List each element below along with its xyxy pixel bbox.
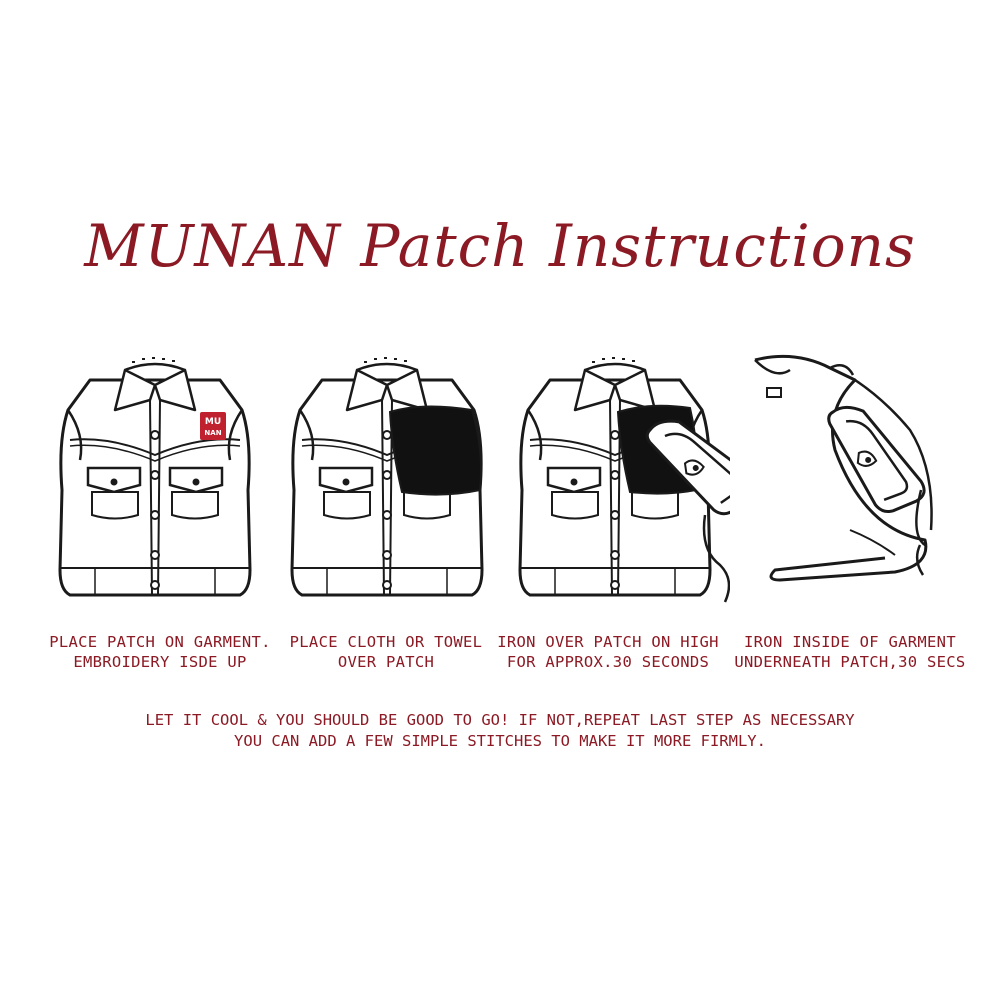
step-1-caption: PLACE PATCH ON GARMENT. EMBROIDERY ISDE … [49,633,271,671]
cloth-shape [388,405,482,496]
footer-line-2: YOU CAN ADD A FEW SIMPLE STITCHES TO MAK… [234,732,766,750]
footer-notes: LET IT COOL & YOU SHOULD BE GOOD TO GO! … [0,710,1000,752]
iron-cord [702,514,730,603]
step-1-illustration: MU NAN [40,340,270,620]
munan-patch: MU NAN [200,412,226,440]
step-4-illustration [735,340,965,620]
step-2-illustration [272,340,502,620]
step-2-caption: PLACE CLOTH OR TOWEL OVER PATCH [289,633,483,671]
step-4-caption: IRON INSIDE OF GARMENT UNDERNEATH PATCH,… [734,633,966,671]
vest-with-patch-icon: MU NAN [58,356,252,597]
vest-with-iron-icon [518,356,730,603]
patch-logo-line1: MU [205,417,221,427]
patch-logo-line2: NAN [204,429,221,437]
iron-icon [818,403,934,517]
vest-with-cloth-icon [290,356,484,597]
garment-inside-iron-icon [754,354,934,582]
step-3-illustration [500,340,730,620]
step-3-caption: IRON OVER PATCH ON HIGH FOR APPROX.30 SE… [497,633,719,671]
footer-line-1: LET IT COOL & YOU SHOULD BE GOOD TO GO! … [145,711,855,729]
page-title: MUNAN Patch Instructions [84,212,916,280]
